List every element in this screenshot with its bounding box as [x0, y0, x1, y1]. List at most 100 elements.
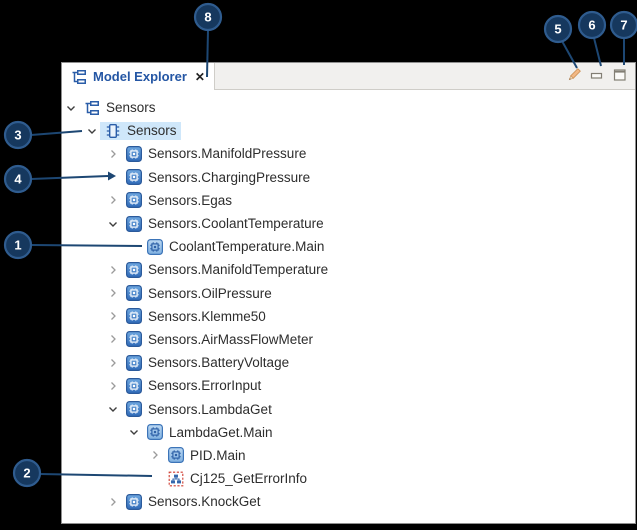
tree-item-label: Sensors.AirMassFlowMeter [148, 331, 314, 347]
row-body[interactable]: Sensors.Klemme50 [121, 307, 270, 325]
chevron-right-icon[interactable] [147, 447, 163, 463]
pencil-icon [566, 67, 582, 86]
tree-item-sensors-chargingpressure[interactable]: Sensors.ChargingPressure [62, 166, 635, 189]
callout-badge-4: 4 [3, 164, 33, 194]
tree-item-label: Sensors [127, 123, 177, 139]
chevron-right-icon[interactable] [105, 285, 121, 301]
block-icon [126, 331, 142, 348]
callout-badge-8: 8 [193, 2, 223, 32]
svg-text:7: 7 [620, 18, 627, 33]
tab-model-explorer[interactable]: Model Explorer ✕ [62, 63, 215, 90]
tree-item-label: CoolantTemperature.Main [169, 239, 325, 255]
tree-item-label: Sensors.ManifoldTemperature [148, 262, 329, 278]
chevron-right-icon[interactable] [105, 494, 121, 510]
tree-item-label: Sensors.Egas [148, 192, 233, 208]
tree-item-pid-main[interactable]: PID.Main [62, 444, 635, 467]
module-icon [105, 123, 121, 139]
svg-text:5: 5 [554, 22, 561, 37]
svg-text:8: 8 [204, 10, 211, 25]
row-body[interactable]: Sensors.CoolantTemperature [121, 215, 328, 233]
error-icon [168, 471, 184, 487]
tree-item-sensors-coolanttemperature[interactable]: Sensors.CoolantTemperature [62, 212, 635, 235]
row-body[interactable]: Sensors.Egas [121, 191, 236, 209]
row-body[interactable]: LambdaGet.Main [142, 423, 277, 441]
row-body[interactable]: Sensors.ErrorInput [121, 377, 265, 395]
chevron-right-icon[interactable] [105, 378, 121, 394]
block-icon [126, 493, 142, 510]
chevron-down-icon[interactable] [63, 100, 79, 116]
chevron-right-icon[interactable] [105, 146, 121, 162]
block-icon [126, 377, 142, 394]
chevron-placeholder [147, 471, 163, 487]
row-body[interactable]: Sensors.ChargingPressure [121, 168, 314, 186]
svg-text:1: 1 [14, 238, 21, 253]
tree-item-sensors[interactable]: Sensors [62, 119, 635, 142]
tree-item-label: Sensors.BatteryVoltage [148, 355, 290, 371]
chevron-down-icon[interactable] [126, 424, 142, 440]
tree-item-label: Sensors.OilPressure [148, 285, 272, 301]
tree-item-label: Sensors.LambdaGet [148, 401, 272, 417]
row-body[interactable]: Cj125_GetErrorInfo [163, 470, 311, 488]
block-icon [126, 169, 142, 186]
block-icon [126, 354, 142, 371]
chevron-right-icon[interactable] [105, 308, 121, 324]
block-icon [126, 215, 142, 232]
chevron-right-icon[interactable] [105, 192, 121, 208]
tree-item-lambdaget-main[interactable]: LambdaGet.Main [62, 421, 635, 444]
tree-item-cj125-geterrorinfo[interactable]: Cj125_GetErrorInfo [62, 467, 635, 490]
tree-item-sensors-batteryvoltage[interactable]: Sensors.BatteryVoltage [62, 351, 635, 374]
chevron-down-icon[interactable] [105, 401, 121, 417]
svg-text:6: 6 [588, 18, 595, 33]
edit-pencil-button[interactable] [564, 66, 584, 86]
tree-item-sensors-errorinput[interactable]: Sensors.ErrorInput [62, 374, 635, 397]
tree-item-label: Sensors.CoolantTemperature [148, 216, 324, 232]
row-body[interactable]: Sensors [79, 99, 160, 117]
svg-text:4: 4 [14, 172, 22, 187]
tree-item-sensors-airmassflowmeter[interactable]: Sensors.AirMassFlowMeter [62, 328, 635, 351]
block-icon [126, 261, 142, 278]
row-body[interactable]: Sensors.LambdaGet [121, 400, 276, 418]
row-body[interactable]: Sensors.KnockGet [121, 493, 265, 511]
maximize-button[interactable] [610, 66, 630, 86]
tree-item-sensors-manifoldtemperature[interactable]: Sensors.ManifoldTemperature [62, 258, 635, 281]
callout-badge-7: 7 [609, 10, 637, 40]
tree-item-label: Sensors.ManifoldPressure [148, 146, 307, 162]
row-body[interactable]: PID.Main [163, 446, 250, 464]
row-body[interactable]: Sensors.BatteryVoltage [121, 354, 293, 372]
svg-text:2: 2 [23, 466, 30, 481]
row-body[interactable]: Sensors.AirMassFlowMeter [121, 330, 317, 348]
row-body[interactable]: CoolantTemperature.Main [142, 238, 328, 256]
model-explorer-icon [71, 69, 87, 85]
selected-row-body[interactable]: Sensors [100, 121, 181, 140]
chevron-right-icon[interactable] [105, 262, 121, 278]
tree-item-sensors-knockget[interactable]: Sensors.KnockGet [62, 490, 635, 513]
tree-item-sensors[interactable]: Sensors [62, 96, 635, 119]
close-icon[interactable]: ✕ [194, 69, 205, 84]
chevron-right-icon[interactable] [105, 331, 121, 347]
block-icon [126, 285, 142, 302]
tree-item-coolanttemperature-main[interactable]: CoolantTemperature.Main [62, 235, 635, 258]
chevron-down-icon[interactable] [84, 123, 100, 139]
block-icon [126, 401, 142, 418]
row-body[interactable]: Sensors.OilPressure [121, 284, 276, 302]
svg-text:3: 3 [14, 128, 21, 143]
minimize-button[interactable] [587, 66, 607, 86]
chevron-right-icon[interactable] [105, 355, 121, 371]
chevron-placeholder [126, 239, 142, 255]
model-icon [84, 100, 100, 116]
block-icon [126, 145, 142, 162]
chevron-down-icon[interactable] [105, 216, 121, 232]
tree-item-label: Sensors.ChargingPressure [148, 169, 311, 185]
tree-item-sensors-egas[interactable]: Sensors.Egas [62, 189, 635, 212]
tree-item-sensors-klemme50[interactable]: Sensors.Klemme50 [62, 305, 635, 328]
tree-item-label: Sensors.ErrorInput [148, 378, 262, 394]
tree-item-sensors-lambdaget[interactable]: Sensors.LambdaGet [62, 397, 635, 420]
row-body[interactable]: Sensors.ManifoldPressure [121, 145, 310, 163]
row-body[interactable]: Sensors.ManifoldTemperature [121, 261, 332, 279]
minimize-icon [589, 67, 605, 86]
tree-item-sensors-manifoldpressure[interactable]: Sensors.ManifoldPressure [62, 142, 635, 165]
tree-item-sensors-oilpressure[interactable]: Sensors.OilPressure [62, 282, 635, 305]
